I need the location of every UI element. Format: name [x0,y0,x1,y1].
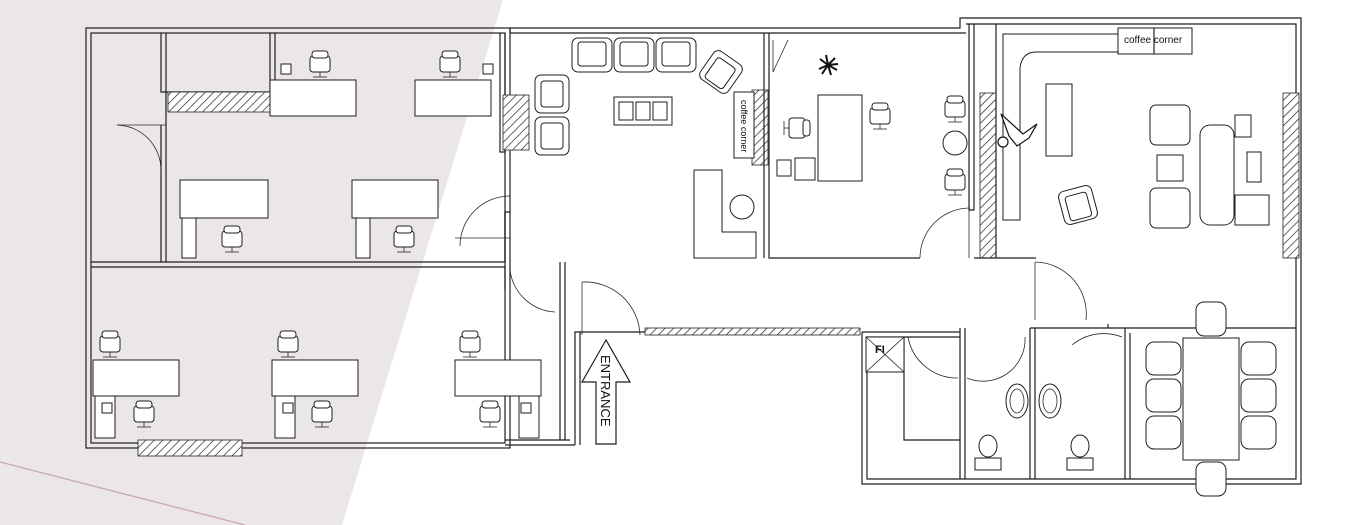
coffee-corner-top-label: coffee corner [1124,35,1183,46]
background-accent-line [0,461,246,525]
lobby-furniture [534,37,757,259]
top-left-office-furniture [179,50,494,259]
entrance-arrow-icon [580,338,632,445]
fire-extinguisher-label: FI [875,344,885,356]
dining-area [1145,301,1277,497]
entrance-label: ENTRANCE [598,355,613,427]
person-icon [997,113,1038,148]
washroom-fixtures [865,336,1094,471]
right-lounge [995,24,1270,258]
coffee-corner-mid-label: coffee corner [739,100,749,152]
middle-office [763,24,975,259]
plant-icon [818,54,839,76]
bottom-left-office-furniture [92,330,542,439]
lobby-walls [455,195,645,446]
